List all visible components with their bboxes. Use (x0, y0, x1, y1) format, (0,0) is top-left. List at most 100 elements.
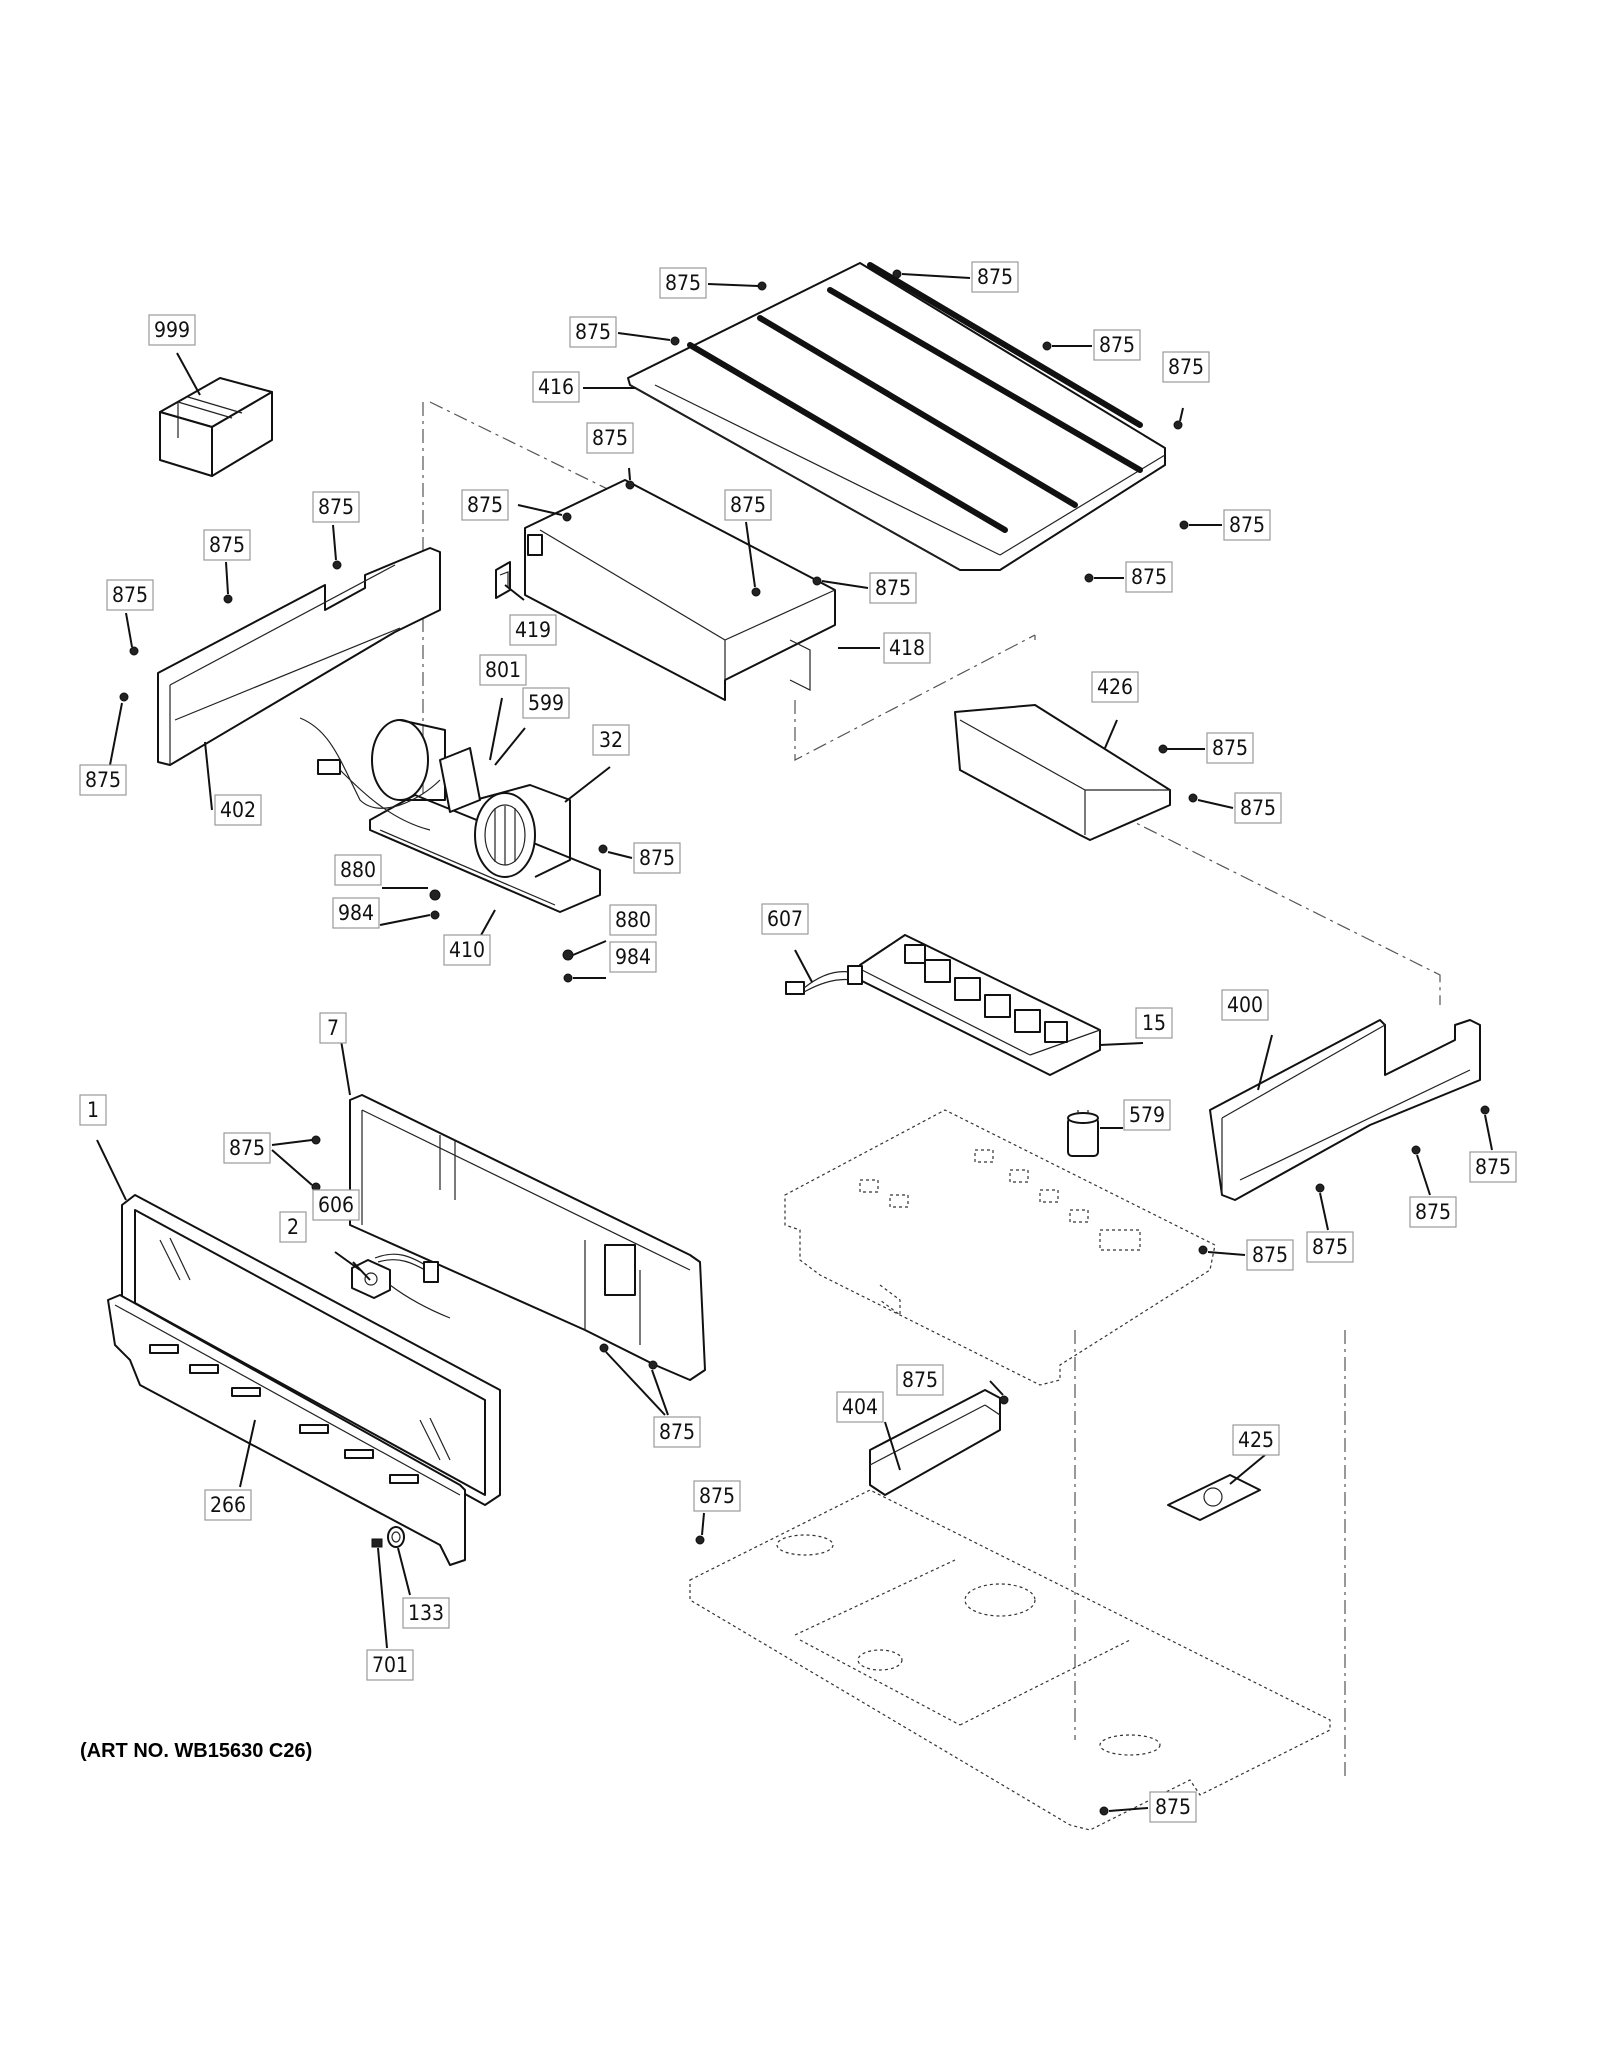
svg-text:701: 701 (372, 1653, 408, 1677)
svg-text:266: 266 (210, 1493, 246, 1517)
callout-875: 875 (1149, 1791, 1197, 1823)
screw-icon (1179, 520, 1189, 530)
callout-32: 32 (592, 724, 630, 756)
screw-icon (1315, 1183, 1325, 1193)
art-number: (ART NO. WB15630 C26) (80, 1740, 313, 1762)
callout-416: 416 (532, 371, 580, 403)
screw-icon (670, 336, 680, 346)
part-418-housing (524, 479, 836, 701)
svg-text:875: 875 (659, 1420, 695, 1444)
part-32-blower-assembly (299, 717, 601, 913)
svg-text:875: 875 (229, 1136, 265, 1160)
svg-text:801: 801 (485, 658, 521, 682)
part-402-left-panel (157, 547, 441, 766)
svg-text:416: 416 (538, 375, 574, 399)
callout-875: 875 (79, 764, 127, 796)
callout-599: 599 (522, 687, 570, 719)
svg-text:875: 875 (1131, 565, 1167, 589)
screw-icon (892, 269, 902, 279)
callout-579: 579 (1123, 1099, 1171, 1131)
part-701-screw (371, 1538, 383, 1548)
svg-text:875: 875 (902, 1368, 938, 1392)
screw-icon (1198, 1245, 1208, 1255)
svg-text:875: 875 (318, 495, 354, 519)
callout-875: 875 (659, 267, 707, 299)
callout-labels: 999 416 419 418 402 801 599 32 880 984 8… (79, 261, 1517, 1823)
callout-875: 875 (1206, 732, 1254, 764)
screw-icon (129, 646, 139, 656)
callout-984: 984 (332, 897, 380, 929)
leader-lines (96, 273, 1493, 1812)
screw-icon (223, 594, 233, 604)
svg-text:607: 607 (767, 907, 803, 931)
svg-text:7: 7 (327, 1016, 339, 1040)
svg-text:875: 875 (1168, 355, 1204, 379)
svg-text:875: 875 (1229, 513, 1265, 537)
callout-607: 607 (761, 903, 809, 935)
callout-875: 875 (1246, 1239, 1294, 1271)
part-mid-chassis-phantom (784, 1109, 1216, 1386)
callout-880: 880 (609, 904, 657, 936)
callout-875: 875 (896, 1364, 944, 1396)
svg-text:984: 984 (338, 901, 374, 925)
svg-text:410: 410 (449, 938, 485, 962)
svg-text:400: 400 (1227, 993, 1263, 1017)
callout-875: 875 (203, 529, 251, 561)
callout-2: 2 (279, 1211, 307, 1243)
callout-875: 875 (223, 1132, 271, 1164)
callout-875: 875 (633, 842, 681, 874)
callout-404: 404 (836, 1391, 884, 1423)
callout-1: 1 (79, 1094, 107, 1126)
callout-984: 984 (609, 941, 657, 973)
svg-text:419: 419 (515, 618, 551, 642)
screw-icon (1480, 1105, 1490, 1115)
callout-999: 999 (148, 314, 196, 346)
callout-875: 875 (693, 1480, 741, 1512)
callout-133: 133 (402, 1597, 450, 1629)
screw-icon (562, 949, 574, 961)
callout-7: 7 (319, 1012, 347, 1044)
screw-icon (119, 692, 129, 702)
part-base-chassis-phantom (689, 1489, 1331, 1831)
svg-text:880: 880 (615, 908, 651, 932)
callout-426: 426 (1091, 671, 1139, 703)
callout-875: 875 (569, 316, 617, 348)
callout-875: 875 (1409, 1196, 1457, 1228)
part-416-top-cover (627, 262, 1166, 571)
screw-icon (999, 1395, 1009, 1405)
callout-875: 875 (971, 261, 1019, 293)
svg-text:875: 875 (1415, 1200, 1451, 1224)
svg-text:875: 875 (699, 1484, 735, 1508)
callout-402: 402 (214, 794, 262, 826)
svg-text:999: 999 (154, 318, 190, 342)
svg-text:875: 875 (1252, 1243, 1288, 1267)
callout-880: 880 (334, 854, 382, 886)
screw-icon (625, 480, 635, 490)
callout-701: 701 (366, 1649, 414, 1681)
screw-icon (1158, 744, 1168, 754)
screw-icon (1188, 793, 1198, 803)
callout-875: 875 (1093, 329, 1141, 361)
part-419-bracket (495, 561, 511, 599)
part-606-harness (374, 1253, 439, 1283)
callout-875: 875 (1469, 1151, 1517, 1183)
callout-875: 875 (653, 1416, 701, 1448)
part-7-control-panel-frame (349, 1094, 706, 1381)
callout-15: 15 (1135, 1007, 1173, 1039)
svg-text:2: 2 (287, 1215, 299, 1239)
svg-text:875: 875 (1240, 796, 1276, 820)
svg-text:599: 599 (528, 691, 564, 715)
svg-text:875: 875 (1312, 1235, 1348, 1259)
callout-418: 418 (883, 632, 931, 664)
svg-text:875: 875 (1475, 1155, 1511, 1179)
callout-875: 875 (586, 422, 634, 454)
callout-875: 875 (1223, 509, 1271, 541)
screw-icon (812, 576, 822, 586)
callout-410: 410 (443, 934, 491, 966)
svg-text:875: 875 (730, 493, 766, 517)
svg-text:875: 875 (639, 846, 675, 870)
screw-icon (429, 889, 441, 901)
part-579-capacitor (1067, 1110, 1099, 1157)
svg-text:32: 32 (599, 728, 623, 752)
